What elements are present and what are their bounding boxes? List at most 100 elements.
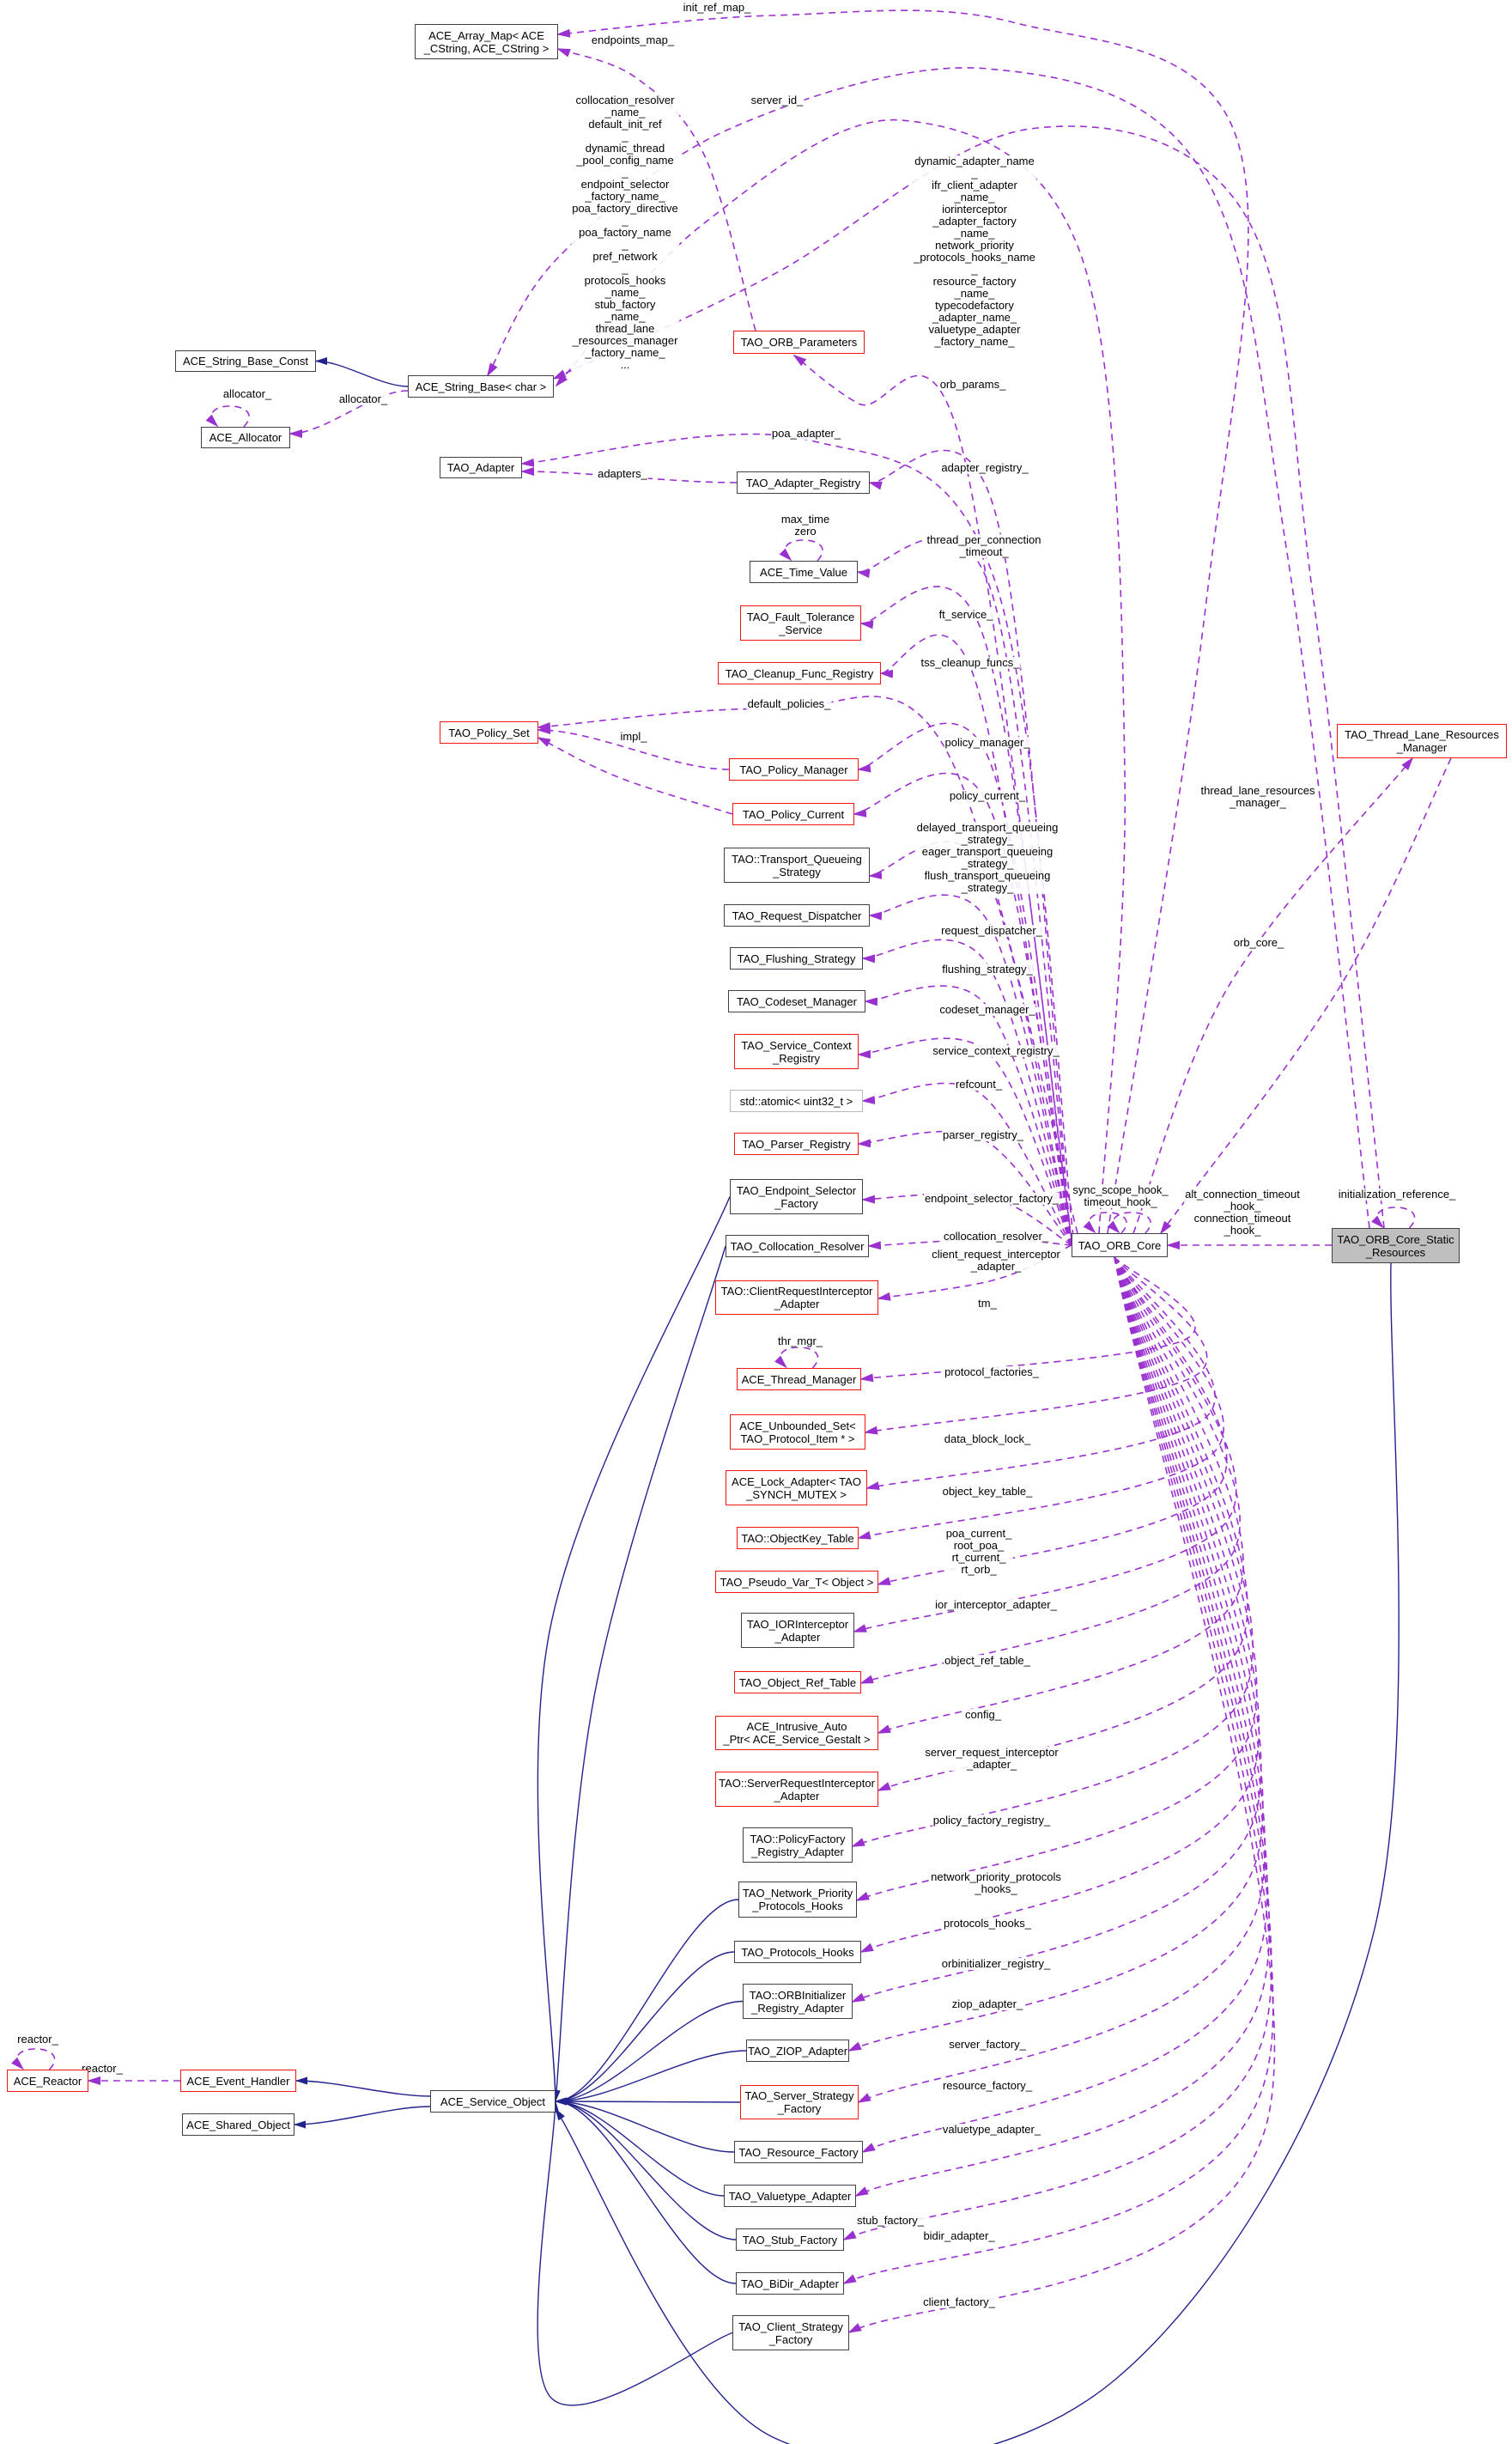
edge-label-line: orb_params_ xyxy=(939,378,1006,391)
node-tao_orb_core[interactable]: TAO_ORB_Core xyxy=(1072,1233,1168,1257)
node-tao_adapter_registry[interactable]: TAO_Adapter_Registry xyxy=(737,471,870,494)
edge-ace_string_base_char-ace_allocator xyxy=(288,390,409,438)
node-ace_thread_manager[interactable]: ACE_Thread_Manager xyxy=(737,1368,861,1390)
node-label: TAO_Pseudo_Var_T< Object > xyxy=(720,1575,874,1589)
node-label: _Factory xyxy=(768,2332,813,2346)
edge-tao_orb_core-tao_policy_current xyxy=(853,772,1072,1246)
node-ace_service_object[interactable]: ACE_Service_Object xyxy=(430,2090,556,2113)
edge-label-line: thread_per_connection xyxy=(926,533,1041,546)
label-orb-core: orb_core_ xyxy=(1232,937,1285,949)
node-label: _SYNCH_MUTEX > xyxy=(746,1487,847,1501)
node-ace_string_base_const[interactable]: ACE_String_Base_Const xyxy=(175,350,316,372)
node-label: TAO_Stub_Factory xyxy=(742,2233,838,2246)
edge-label-line: endpoint_selector_factory_ xyxy=(924,1192,1060,1205)
node-tao_policyfactory_registry_adapter[interactable]: TAO::PolicyFactory_Registry_Adapter xyxy=(743,1827,853,1863)
node-label: _Factory xyxy=(774,1196,818,1210)
edge-ace_service_object-ace_shared_object xyxy=(294,2106,431,2129)
node-label: TAO_Resource_Factory xyxy=(738,2145,859,2159)
node-tao_fault_tolerance_service[interactable]: TAO_Fault_Tolerance_Service xyxy=(740,605,861,641)
node-label: TAO_Policy_Current xyxy=(742,807,845,821)
node-tao_ziop_adapter[interactable]: TAO_ZIOP_Adapter xyxy=(746,2040,849,2062)
edge-tao_protocols_hooks-ace_service_object xyxy=(555,1951,735,2106)
node-label: TAO::ClientRequestInterceptor xyxy=(720,1285,873,1298)
label-ziop-adapter: ziop_adapter_ xyxy=(950,1998,1024,2010)
edge-label-line: stub_factory xyxy=(594,298,656,311)
node-ace_event_handler[interactable]: ACE_Event_Handler xyxy=(180,2070,296,2092)
edge-tao_orb_core-ace_intrusive_auto_ptr xyxy=(877,1256,1244,1734)
node-tao_client_strategy_factory[interactable]: TAO_Client_Strategy_Factory xyxy=(732,2315,849,2350)
label-policy-manager: policy_manager_ xyxy=(944,737,1031,749)
node-ace_intrusive_auto_ptr[interactable]: ACE_Intrusive_Auto_Ptr< ACE_Service_Gest… xyxy=(715,1716,878,1750)
node-tao_service_context_registry[interactable]: TAO_Service_Context_Registry xyxy=(734,1034,859,1069)
label-tss-cleanup-funcs: tss_cleanup_funcs_ xyxy=(920,657,1021,669)
node-tao_server_strategy_factory[interactable]: TAO_Server_Strategy_Factory xyxy=(740,2085,859,2119)
node-label: TAO_Policy_Set xyxy=(448,726,530,739)
node-tao_endpoint_selector_factory[interactable]: TAO_Endpoint_Selector_Factory xyxy=(730,1179,863,1214)
node-tao_resource_factory[interactable]: TAO_Resource_Factory xyxy=(734,2141,863,2163)
node-label: _Resources xyxy=(1365,1245,1426,1259)
node-ace_unbounded_set[interactable]: ACE_Unbounded_Set<TAO_Protocol_Item * > xyxy=(730,1414,865,1450)
node-tao_network_priority_protocols_hooks[interactable]: TAO_Network_Priority_Protocols_Hooks xyxy=(738,1882,857,1918)
node-tao_server_request_interceptor_adapter[interactable]: TAO::ServerRequestInterceptor_Adapter xyxy=(715,1772,878,1807)
label-policy-factory-registry: policy_factory_registry_ xyxy=(932,1815,1052,1827)
node-tao_iorinterceptor_adapter[interactable]: TAO_IORInterceptor_Adapter xyxy=(741,1613,854,1648)
edge-tao_client_strategy_factory-ace_service_object xyxy=(537,2101,733,2406)
node-std_atomic[interactable]: std::atomic< uint32_t > xyxy=(730,1090,863,1112)
edge-tao_orb_core-tao_pseudo_var_t xyxy=(877,1256,1228,1585)
node-tao_bidir_adapter[interactable]: TAO_BiDir_Adapter xyxy=(736,2272,844,2295)
edge-tao_orb_core-ace_array_map xyxy=(556,9,1249,1234)
node-ace_lock_adapter[interactable]: ACE_Lock_Adapter< TAO_SYNCH_MUTEX > xyxy=(726,1470,867,1505)
edge-label-line: _ xyxy=(971,263,978,276)
edge-label-line: flush_transport_queueing xyxy=(924,869,1051,882)
node-tao_objectkey_table[interactable]: TAO::ObjectKey_Table xyxy=(737,1527,859,1549)
node-tao_valuetype_adapter[interactable]: TAO_Valuetype_Adapter xyxy=(724,2185,856,2207)
label-network-priority-protocols-hooks: network_priority_protocols_hooks_ xyxy=(930,1871,1062,1895)
edge-label-line: stub_factory_ xyxy=(856,2214,925,2227)
node-tao_policy_manager[interactable]: TAO_Policy_Manager xyxy=(729,758,859,781)
node-tao_codeset_manager[interactable]: TAO_Codeset_Manager xyxy=(728,990,865,1012)
node-tao_thread_lane_resources_manager[interactable]: TAO_Thread_Lane_Resources_Manager xyxy=(1337,724,1507,758)
node-label: TAO_Adapter_Registry xyxy=(745,476,861,489)
edge-label-line: _protocols_hooks_name xyxy=(914,251,1035,264)
edge-tao_orb_core-ace_thread_manager xyxy=(859,1256,1196,1383)
node-tao_policy_current[interactable]: TAO_Policy_Current xyxy=(732,803,854,825)
node-tao_collocation_resolver[interactable]: TAO_Collocation_Resolver xyxy=(726,1235,869,1257)
node-ace_array_map[interactable]: ACE_Array_Map< ACE_CString, ACE_CString … xyxy=(415,24,558,59)
node-tao_orb_core_static_resources[interactable]: TAO_ORB_Core_Static_Resources xyxy=(1332,1228,1460,1263)
label-endpoint-selector-factory: endpoint_selector_factory_ xyxy=(923,1192,1060,1205)
node-tao_pseudo_var_t[interactable]: TAO_Pseudo_Var_T< Object > xyxy=(715,1571,878,1593)
node-tao_orb_parameters[interactable]: TAO_ORB_Parameters xyxy=(733,331,865,354)
node-ace_string_base_char[interactable]: ACE_String_Base< char > xyxy=(408,375,554,398)
edge-label-line: initialization_reference_ xyxy=(1338,1188,1456,1201)
edge-label-line: collocation_resolver xyxy=(575,94,675,106)
node-tao_adapter[interactable]: TAO_Adapter xyxy=(440,457,522,478)
node-tao_protocols_hooks[interactable]: TAO_Protocols_Hooks xyxy=(734,1941,861,1963)
edge-label-line: _manager_ xyxy=(1230,796,1286,809)
node-label: ACE_Intrusive_Auto xyxy=(746,1720,847,1733)
node-tao_parser_registry[interactable]: TAO_Parser_Registry xyxy=(734,1133,859,1155)
node-tao_policy_set[interactable]: TAO_Policy_Set xyxy=(440,721,538,744)
node-tao_request_dispatcher[interactable]: TAO_Request_Dispatcher xyxy=(724,904,870,927)
edge-tao_ziop_adapter-ace_service_object xyxy=(555,2050,747,2106)
node-tao_orbinitializer_registry_adapter[interactable]: TAO::ORBInitializer_Registry_Adapter xyxy=(743,1984,853,2019)
node-tao_cleanup_func_registry[interactable]: TAO_Cleanup_Func_Registry xyxy=(718,662,881,684)
node-tao_flushing_strategy[interactable]: TAO_Flushing_Strategy xyxy=(730,947,863,970)
node-ace_time_value[interactable]: ACE_Time_Value xyxy=(750,561,858,583)
node-tao_stub_factory[interactable]: TAO_Stub_Factory xyxy=(736,2228,844,2251)
node-ace_shared_object[interactable]: ACE_Shared_Object xyxy=(182,2113,295,2136)
label-thread-per-connection-timeout: thread_per_connection_timeout_ xyxy=(926,534,1042,558)
node-label: TAO_Flushing_Strategy xyxy=(737,951,856,965)
node-tao_transport_queueing_strategy[interactable]: TAO::Transport_Queueing_Strategy xyxy=(724,848,870,883)
edge-label-line: network_priority xyxy=(935,239,1014,252)
label-object-key-table: object_key_table_ xyxy=(941,1486,1034,1498)
node-tao_client_request_interceptor_adapter[interactable]: TAO::ClientRequestInterceptor_Adapter xyxy=(715,1280,878,1315)
node-tao_object_ref_table[interactable]: TAO_Object_Ref_Table xyxy=(734,1671,861,1693)
label-init-ref-map: init_ref_map_ xyxy=(682,2,752,14)
edge-label-line: policy_current_ xyxy=(949,789,1026,802)
label-codeset-manager: codeset_manager_ xyxy=(938,1004,1036,1016)
node-ace_allocator[interactable]: ACE_Allocator xyxy=(201,427,290,448)
node-ace_reactor[interactable]: ACE_Reactor xyxy=(7,2070,88,2092)
node-label: TAO_Codeset_Manager xyxy=(737,994,857,1008)
edge-label-line: _name_ xyxy=(604,286,646,299)
label-server-factory: server_factory_ xyxy=(948,2039,1027,2051)
